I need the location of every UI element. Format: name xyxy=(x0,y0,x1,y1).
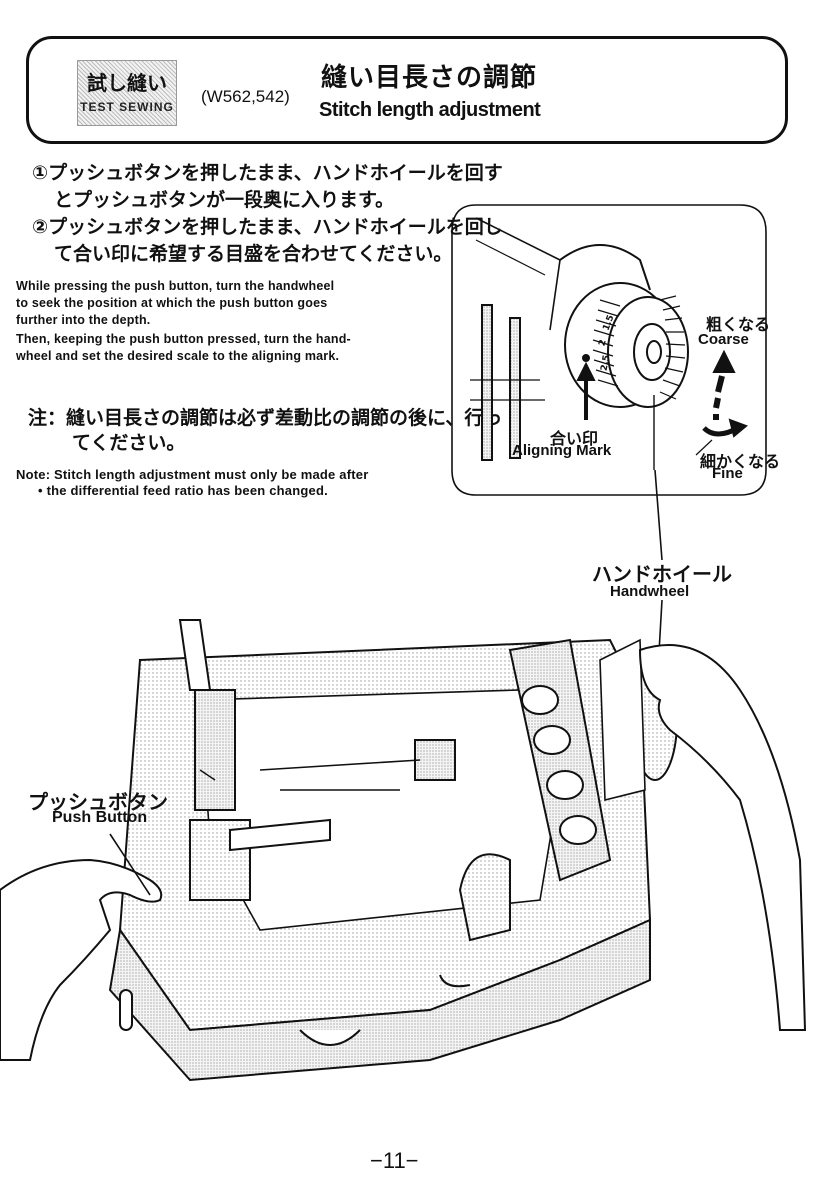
step-2-line-2: て合い印に希望する目盛を合わせてください。 xyxy=(54,243,453,265)
handwheel-detail-inset xyxy=(451,204,767,496)
fine-label-jp: 細かくなる xyxy=(700,452,781,471)
model-number: (W562,542) xyxy=(201,87,290,106)
step-1-line-1: ①プッシュボタンを押したまま、ハンドホイールを回す xyxy=(32,162,503,184)
note-jp-line-2: てください。 xyxy=(72,432,186,454)
page-number: −11− xyxy=(370,1148,419,1173)
handwheel-label-jp: ハンドホイール xyxy=(592,562,732,586)
english-instruction-line: While pressing the push button, turn the… xyxy=(16,279,335,293)
aligning-mark-label-jp: 合い印 xyxy=(550,429,599,448)
note-jp-line-1: 注：縫い目長さの調節は必ず差動比の調節の後に、行っ xyxy=(28,407,503,429)
handwheel-label-en: Handwheel xyxy=(610,583,690,600)
test-sewing-badge: 試し縫い TEST SEWING xyxy=(77,60,177,126)
note-en-line-2: • the differential feed ratio has been c… xyxy=(38,483,328,498)
push-button-label-jp: プッシュボタン xyxy=(28,790,168,814)
fine-label-en: Fine xyxy=(712,465,743,482)
push-button-leader-tip xyxy=(199,769,216,781)
handwheel-leader-line xyxy=(654,469,663,561)
page-title-jp: 縫い目長さの調節 xyxy=(321,63,538,93)
english-instruction-line: wheel and set the desired scale to the a… xyxy=(16,349,340,363)
badge-label-jp: 試し縫い xyxy=(87,71,167,95)
push-button-leader-line xyxy=(109,833,151,896)
push-button-label-en: Push Button xyxy=(52,809,148,826)
aligning-mark-label-en: Aligning Mark xyxy=(512,442,612,459)
note-en-line-1: Note: Stitch length adjustment must only… xyxy=(16,467,369,482)
coarse-label-en: Coarse xyxy=(698,331,749,348)
badge-label-en: TEST SEWING xyxy=(80,100,174,114)
page-title-en: Stitch length adjustment xyxy=(319,99,541,121)
step-1-line-2: とプッシュボタンが一段奥に入ります。 xyxy=(54,189,395,211)
english-instruction-line: Then, keeping the push button pressed, t… xyxy=(16,332,351,346)
english-instruction-line: further into the depth. xyxy=(16,313,151,327)
hands-illustration xyxy=(0,644,807,1061)
step-2-line-1: ②プッシュボタンを押したまま、ハンドホイールを回し xyxy=(32,216,503,238)
coarse-label-jp: 粗くなる xyxy=(706,315,771,334)
sewing-machine-illustration xyxy=(108,619,678,1082)
english-instruction-line: to seek the position at which the push b… xyxy=(16,296,328,310)
section-header: 試し縫い TEST SEWING (W562,542) 縫い目長さの調節 Sti… xyxy=(26,36,788,144)
